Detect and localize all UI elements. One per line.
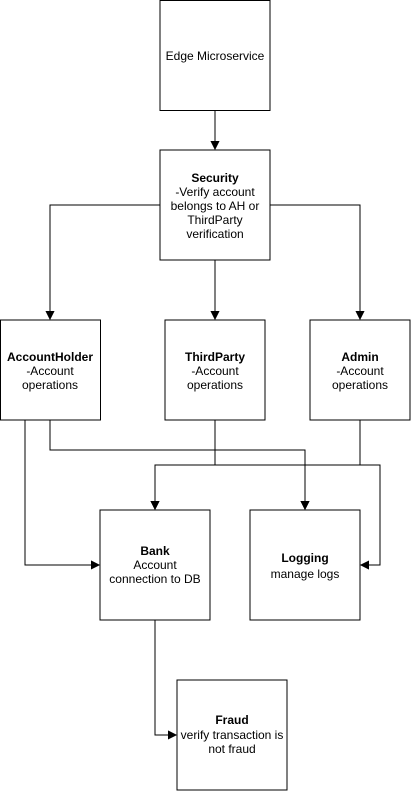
edges	[24, 110, 381, 735]
node-bank: Bank Account connection to DB	[99, 509, 211, 621]
node-logging: Logging manage logs	[249, 509, 361, 621]
edge-accountholder-to-bank	[24, 420, 99, 565]
node-fraud-line2: not fraud	[208, 742, 255, 756]
edge-thirdparty-to-logging	[215, 464, 305, 509]
node-accountholder: AccountHolder -Account operations	[0, 319, 101, 421]
node-edge-label: Edge Microservice	[166, 49, 265, 63]
node-thirdparty-line1: -Account	[191, 364, 239, 378]
node-bank-title: Bank	[140, 544, 170, 558]
edge-admin-to-logging	[360, 464, 381, 565]
node-thirdparty-title: ThirdParty	[185, 350, 245, 364]
node-admin-line1: -Account	[336, 364, 384, 378]
node-thirdparty: ThirdParty -Account operations	[164, 319, 266, 421]
edge-admin-to-bank	[155, 420, 361, 509]
node-edge-microservice: Edge Microservice	[159, 0, 271, 111]
node-accountholder-line1: -Account	[26, 364, 74, 378]
node-bank-line1: Account	[133, 558, 177, 572]
edge-security-to-accountholder	[50, 204, 160, 319]
edge-bank-to-fraud	[154, 620, 176, 735]
node-accountholder-title: AccountHolder	[7, 350, 93, 364]
node-logging-line1: manage logs	[271, 567, 340, 581]
node-security-line3: ThirdParty	[187, 213, 242, 227]
node-admin: Admin -Account operations	[309, 319, 411, 421]
node-admin-title: Admin	[341, 350, 378, 364]
edge-security-to-admin	[270, 204, 360, 319]
node-fraud: Fraud verify transaction is not fraud	[176, 679, 288, 791]
node-security-line1: -Verify account	[175, 185, 255, 199]
node-security-title: Security	[191, 171, 239, 185]
node-security-line2: belongs to AH or	[171, 199, 260, 213]
node-bank-line2: connection to DB	[109, 572, 200, 586]
node-admin-line2: operations	[332, 378, 388, 392]
node-security: Security -Verify account belongs to AH o…	[159, 149, 271, 261]
node-fraud-line1: verify transaction is	[181, 728, 284, 742]
node-thirdparty-line2: operations	[187, 378, 243, 392]
node-accountholder-line2: operations	[22, 378, 78, 392]
node-security-line4: verification	[186, 227, 243, 241]
node-fraud-title: Fraud	[215, 713, 248, 727]
node-logging-title: Logging	[281, 551, 328, 565]
